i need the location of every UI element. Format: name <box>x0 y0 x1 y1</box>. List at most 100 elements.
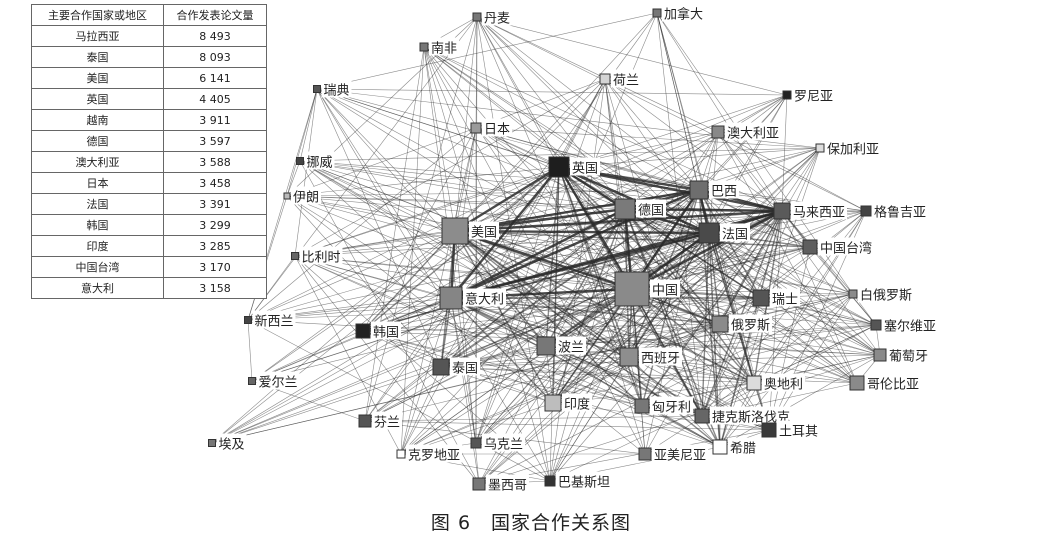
country-cell: 马拉西亚 <box>30 25 165 47</box>
node-marker-cn <box>614 271 650 307</box>
node-th: 泰国 <box>432 357 480 377</box>
edge-it-fi <box>364 297 452 422</box>
node-no: 挪威 <box>296 151 335 171</box>
edge-pl-rs <box>545 324 877 347</box>
node-marker-co <box>849 375 865 391</box>
edge-ru-at <box>719 323 755 384</box>
papers-cell: 3 458 <box>163 172 267 194</box>
edge-us-ca <box>454 12 658 232</box>
node-marker-ru <box>711 315 729 333</box>
node-marker-be <box>291 252 299 260</box>
node-label-bg-ru <box>729 314 772 333</box>
edge-se-ir <box>286 88 318 197</box>
edge-de-eg <box>211 208 626 444</box>
node-label-bg-in <box>562 393 592 412</box>
edge-gr-pt <box>719 354 881 448</box>
node-label-bg-gr <box>728 437 758 456</box>
edge-za-ua <box>423 46 477 444</box>
edge-it-am <box>450 297 646 455</box>
node-label-hu: 匈牙利 <box>652 401 691 416</box>
node-cn: 中国 <box>614 271 680 307</box>
node-label-tw: 中国台湾 <box>820 241 872 257</box>
node-ro: 罗尼亚 <box>782 85 835 105</box>
node-label-lu: 格鲁吉亚 <box>874 205 926 221</box>
edge-tr-ca <box>656 12 770 431</box>
node-pk: 巴基斯坦 <box>544 471 612 491</box>
edge-co-se <box>316 88 858 384</box>
edge-de-ir <box>286 195 626 210</box>
edge-it-lu <box>450 210 867 299</box>
node-label-bg-se <box>321 79 352 98</box>
edge-za-fi <box>364 46 425 422</box>
node-fi: 芬兰 <box>358 411 402 431</box>
edge-fr-nl <box>604 78 710 234</box>
node-marker-se <box>313 85 321 93</box>
node-marker-eg <box>208 439 216 447</box>
node-en: 英国 <box>548 156 600 178</box>
edge-it-eg <box>211 297 452 444</box>
country-cell: 澳大利亚 <box>30 151 165 173</box>
edge-us-ro <box>454 94 788 232</box>
node-marker-us <box>441 217 469 245</box>
papers-cell: 3 158 <box>163 277 267 299</box>
country-cell: 法国 <box>30 193 165 215</box>
node-label-bg-de <box>636 199 666 218</box>
node-label-bg-hu <box>650 396 693 415</box>
edge-us-za <box>423 46 456 232</box>
edge-in-ir <box>286 195 554 404</box>
edge-th-eg <box>211 366 442 444</box>
country-cell: 日本 <box>30 172 165 194</box>
papers-cell: 8 093 <box>163 46 267 68</box>
node-at: 奥地利 <box>746 373 805 393</box>
node-label-bg-at <box>762 373 805 392</box>
node-label-ie: 爱尔兰 <box>259 376 298 391</box>
edge-th-at <box>440 366 755 384</box>
edge-fr-ro <box>708 94 788 234</box>
edge-ch-kr <box>362 297 762 332</box>
node-marker-my <box>773 202 791 220</box>
node-marker-ro <box>782 90 792 100</box>
edge-br-se <box>316 88 700 191</box>
papers-cell: 3 588 <box>163 151 267 173</box>
node-label-bg-my <box>791 201 847 220</box>
edge-se-no <box>299 88 318 162</box>
node-marker-ch <box>752 289 770 307</box>
edge-by-mx <box>478 293 854 485</box>
edge-br-nl <box>604 78 700 191</box>
edge-es-bg <box>628 147 821 358</box>
node-de: 德国 <box>614 198 666 220</box>
node-lu: 格鲁吉亚 <box>860 201 928 221</box>
edge-it-cz <box>450 297 703 417</box>
edge-ch-es <box>628 297 762 358</box>
edge-pt-au <box>717 131 881 356</box>
node-marker-gr <box>712 439 728 455</box>
node-marker-dk <box>472 12 482 22</box>
node-marker-pk <box>544 475 556 487</box>
edge-ro-be <box>294 94 788 257</box>
edge-ro-se <box>316 88 788 96</box>
node-bg: 保加利亚 <box>815 138 881 158</box>
edge-tr-no <box>299 160 770 431</box>
edge-lu-au <box>717 131 867 212</box>
node-marker-ua <box>470 437 482 449</box>
node-label-bg-co <box>865 373 921 392</box>
edge-us-bg <box>454 147 821 232</box>
edge-at-no <box>299 160 755 384</box>
node-marker-ie <box>248 377 256 385</box>
node-label-bg-pl <box>556 336 586 355</box>
node-label-bg-no <box>304 151 335 170</box>
edge-tw-rs <box>809 246 877 326</box>
node-label-es: 西班牙 <box>641 352 680 367</box>
node-ca: 加拿大 <box>652 3 705 23</box>
edge-ch-pt <box>760 297 881 356</box>
papers-cell: 3 170 <box>163 256 267 278</box>
edge-pl-gr <box>545 345 721 448</box>
papers-cell: 3 285 <box>163 235 267 257</box>
node-marker-lu <box>860 205 872 217</box>
papers-cell: 6 141 <box>163 67 267 89</box>
papers-cell: 8 493 <box>163 25 267 47</box>
node-am: 亚美尼亚 <box>638 444 708 464</box>
